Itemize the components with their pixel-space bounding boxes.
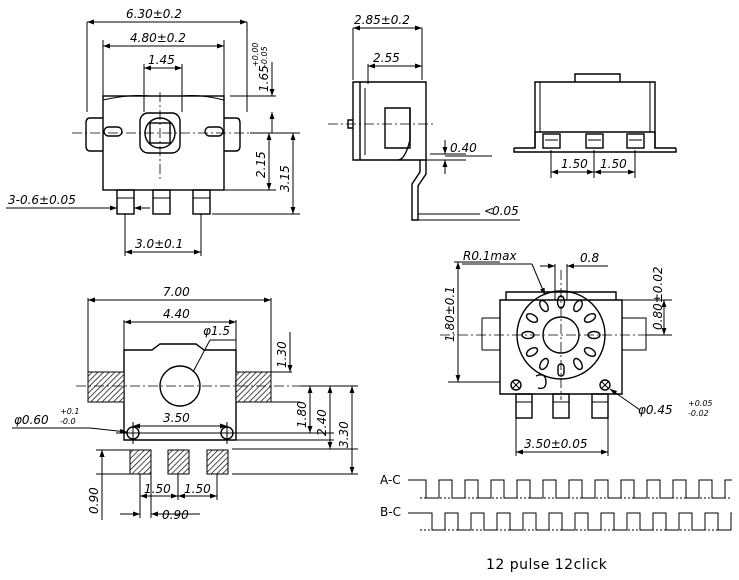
- dim-fp-pad-height: 1.30: [275, 341, 289, 368]
- waveform-caption: 12 pulse 12click: [486, 557, 608, 573]
- detail-view: R0.1max 0.8 1.80±0.1 0.80±0.02 φ0.45 +0.…: [440, 249, 713, 456]
- dim-fp-hole-dia: φ1.5: [203, 324, 230, 338]
- dim-height-top: 1.65: [257, 65, 271, 92]
- dim-detail-pin-dia-tol-lower: -0.02: [688, 409, 709, 418]
- footprint-view: 7.00 4.40 φ1.5 1.30 3.50 φ0.60 +0.1 -0.0: [12, 285, 358, 522]
- dim-fp-small-hole-tol-lower: -0.0: [60, 417, 76, 426]
- dim-pitch-left: 1.50: [561, 157, 588, 171]
- dim-height-total: 3.15: [278, 165, 292, 192]
- dim-lead-thickness: 0.40: [450, 141, 477, 155]
- dim-coplanarity: 0.05: [492, 204, 519, 218]
- dim-detail-height-right: 0.80±0.02: [651, 267, 665, 331]
- dim-width-body: 4.80±0.2: [130, 31, 186, 45]
- dim-detail-height-left: 1.80±0.1: [443, 286, 457, 342]
- dim-terminal-pitch: 3.0±0.1: [135, 237, 183, 251]
- channel-a-label: A-C: [380, 473, 401, 487]
- dim-fp-small-hole: φ0.60: [14, 413, 49, 427]
- waveform: A-C B-C 12 pulse 12click: [380, 473, 732, 573]
- channel-b-waveform: [420, 512, 732, 531]
- dim-fp-pad-width: 0.90: [162, 508, 189, 522]
- dim-fp-pad-pitch-left: 1.50: [144, 482, 171, 496]
- channel-b-label: B-C: [380, 505, 401, 519]
- side-view: 2.85±0.2 2.55 0.40 < 0.05: [328, 13, 520, 221]
- dim-fp-330: 3.30: [337, 421, 351, 448]
- dim-detail-pitch: 3.50±0.05: [524, 437, 588, 451]
- channel-a-waveform: [420, 479, 732, 499]
- dim-depth-overall: 2.85±0.2: [354, 13, 410, 27]
- dim-detail-slot: 0.8: [580, 251, 599, 265]
- dim-detail-pin-dia-tol-upper: +0.05: [688, 399, 713, 408]
- dim-fp-hole-pitch: 3.50: [163, 411, 190, 425]
- dim-fp-pad-pitch-right: 1.50: [184, 482, 211, 496]
- dim-pitch-right: 1.50: [600, 157, 627, 171]
- wheel-slots: [521, 295, 601, 371]
- front-view: 1.50 1.50: [513, 73, 677, 178]
- dim-height-mid: 2.15: [254, 151, 268, 178]
- dim-shaft-width: 1.45: [148, 53, 175, 67]
- dim-detail-radius: R0.1max: [463, 249, 517, 263]
- dim-height-top-tol-lower: -0.05: [260, 46, 269, 67]
- dim-fp-240: 2.40: [315, 409, 329, 436]
- dim-fp-width-inner: 4.40: [163, 307, 190, 321]
- dim-width-overall: 6.30±0.2: [126, 7, 182, 21]
- dim-depth-body: 2.55: [373, 51, 400, 65]
- dim-fp-pad-len: 0.90: [87, 487, 101, 514]
- dim-fp-small-hole-tol-upper: +0.1: [60, 407, 79, 416]
- dim-fp-width-overall: 7.00: [163, 285, 190, 299]
- dim-height-top-tol-upper: +0.00: [251, 42, 260, 67]
- dim-coplanarity-prefix: <: [484, 204, 494, 218]
- dim-detail-pin-dia: φ0.45: [638, 403, 673, 417]
- dim-terminal-width: 3-0.6±0.05: [8, 193, 76, 207]
- dim-fp-180: 1.80: [295, 401, 309, 428]
- top-view: 6.30±0.2 4.80±0.2 1.45 1.65: [6, 7, 300, 256]
